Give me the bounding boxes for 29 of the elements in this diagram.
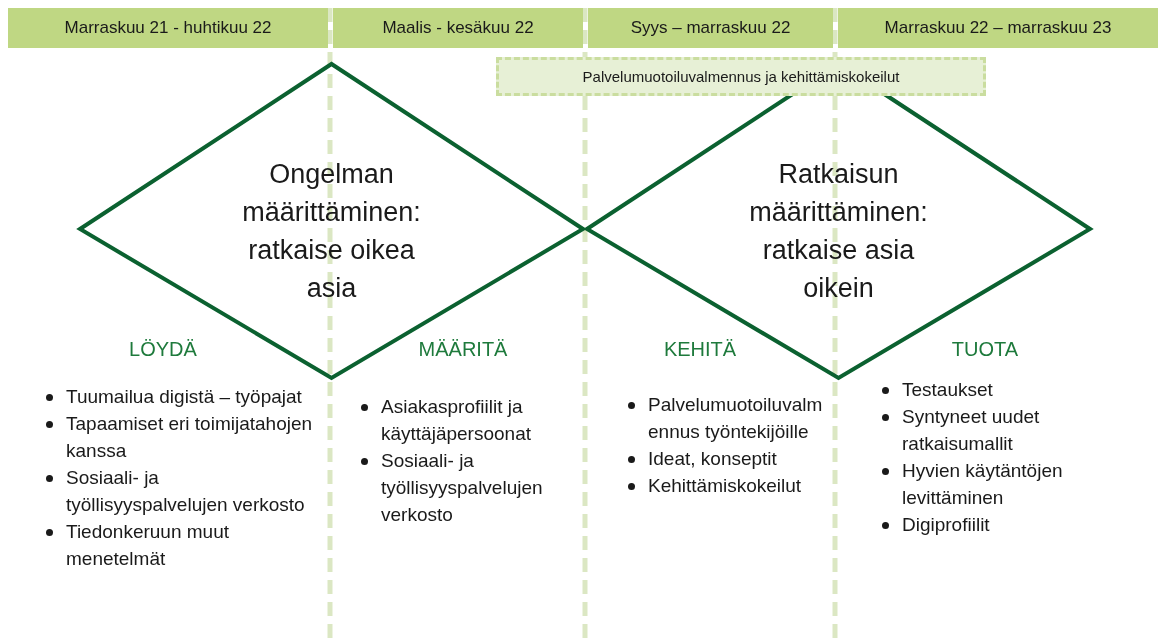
dashed-box — [496, 57, 986, 96]
bullet-item: Hyvien käytäntöjen levittäminen — [902, 459, 1064, 510]
bullet-item: Testaukset — [902, 378, 994, 402]
timeline-band — [838, 8, 1158, 48]
phase-heading: MÄÄRITÄ — [417, 338, 509, 361]
bullet-item: Digiprofiilit — [902, 513, 991, 537]
diamond-text: Ongelman määrittäminen: ratkaise oikea asia — [241, 158, 422, 305]
date-range: Marraskuu 22 – marraskuu 23 — [884, 18, 1112, 38]
timeline-band — [588, 8, 833, 48]
timeline-band — [8, 8, 328, 48]
phase-heading: KEHITÄ — [662, 338, 738, 361]
date-range: Maalis - kesäkuu 22 — [382, 18, 534, 38]
bullet-item: Tiedonkeruun muut menetelmät — [66, 520, 230, 571]
bullet-item: Tapaamiset eri toimijatahojen kanssa — [66, 412, 314, 463]
bullet-item: Syntyneet uudet ratkaisumallit — [902, 405, 1041, 456]
box-text: Palvelumuotoiluvalmennus ja kehittämiskokeilut — [582, 68, 900, 85]
phase-heading: LÖYDÄ — [128, 338, 198, 361]
diamond-text: Ratkaisun määrittäminen: ratkaise asia oikein — [748, 158, 929, 305]
bullet-item: Asiakasprofiilit ja käyttäjäpersoonat — [381, 395, 532, 446]
bullet-item: Palvelumuotoiluvalmennus työntekijöille — [648, 393, 824, 444]
date-range: Marraskuu 21 - huhtikuu 22 — [64, 18, 272, 38]
phase-heading: TUOTA — [950, 338, 1020, 361]
bullet-item: Sosiaali- ja työllisyyspalvelujen verkosto — [381, 449, 544, 527]
bullet-item: Tuumailua digistä – työpajat — [66, 385, 303, 409]
bullet-item: Ideat, konseptit — [648, 447, 778, 471]
date-range: Syys – marraskuu 22 — [630, 18, 791, 38]
bullet-item: Kehittämiskokeilut — [648, 474, 803, 498]
bullet-item: Sosiaali- ja työllisyyspalvelujen verkosto — [66, 466, 306, 517]
timeline-band — [333, 8, 583, 48]
